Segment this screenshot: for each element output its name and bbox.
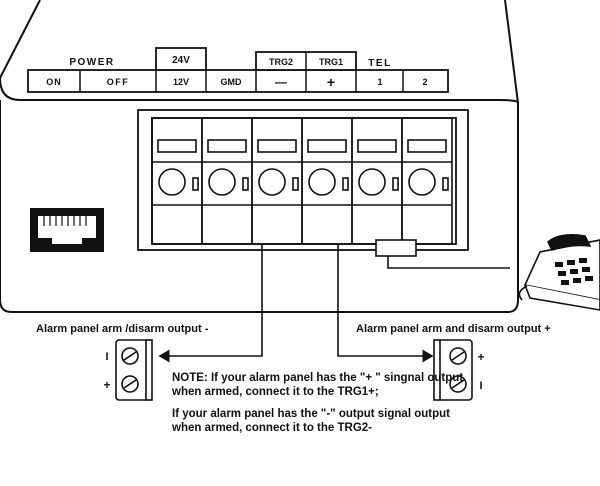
terminal-cell bbox=[401, 117, 453, 245]
left-output-bottom-sign: + bbox=[103, 378, 110, 392]
right-output-bottom-sign: I bbox=[479, 380, 482, 392]
tel-1-label: 1 bbox=[377, 77, 382, 87]
terminal-cell bbox=[151, 117, 203, 245]
trg1-header: TRG1 bbox=[319, 57, 343, 67]
rj45-port-icon bbox=[30, 208, 104, 252]
v12-label: 12V bbox=[173, 77, 189, 87]
top-label-strip bbox=[27, 47, 449, 93]
gnd-label: GMD bbox=[221, 77, 242, 87]
device-housing bbox=[0, 0, 519, 313]
terminal-cells bbox=[151, 117, 453, 245]
trg2-wire bbox=[158, 244, 263, 363]
trg2-header: TRG2 bbox=[269, 57, 293, 67]
tel-2-label: 2 bbox=[422, 77, 427, 87]
right-output-terminal-icon bbox=[433, 339, 473, 401]
trg1-plus-label: + bbox=[327, 74, 335, 90]
terminal-cell bbox=[251, 117, 303, 245]
left-output-terminal-icon bbox=[115, 339, 153, 401]
left-output-top-sign: I bbox=[105, 351, 108, 363]
tel-wire-clip bbox=[375, 239, 417, 257]
terminal-cell bbox=[301, 117, 353, 245]
telephone-icon bbox=[518, 234, 600, 311]
power-header: POWER bbox=[69, 57, 114, 68]
trg2-minus-label: — bbox=[275, 75, 287, 89]
power-on-label: ON bbox=[46, 77, 62, 87]
v24-header: 24V bbox=[172, 55, 190, 66]
tel-header: TEL bbox=[368, 58, 391, 69]
note-paragraph-2: If your alarm panel has the "-" output s… bbox=[172, 408, 450, 434]
left-output-label: Alarm panel arm /disarm output - bbox=[36, 323, 209, 335]
right-output-label: Alarm panel arm and disarm output + bbox=[356, 323, 551, 335]
power-off-label: OFF bbox=[107, 77, 130, 87]
trg1-wire bbox=[337, 244, 434, 363]
note-block: NOTE: If your alarm panel has the "+ " s… bbox=[172, 372, 472, 444]
note-paragraph-1: NOTE: If your alarm panel has the "+ " s… bbox=[172, 372, 464, 398]
right-output-top-sign: + bbox=[477, 350, 484, 364]
